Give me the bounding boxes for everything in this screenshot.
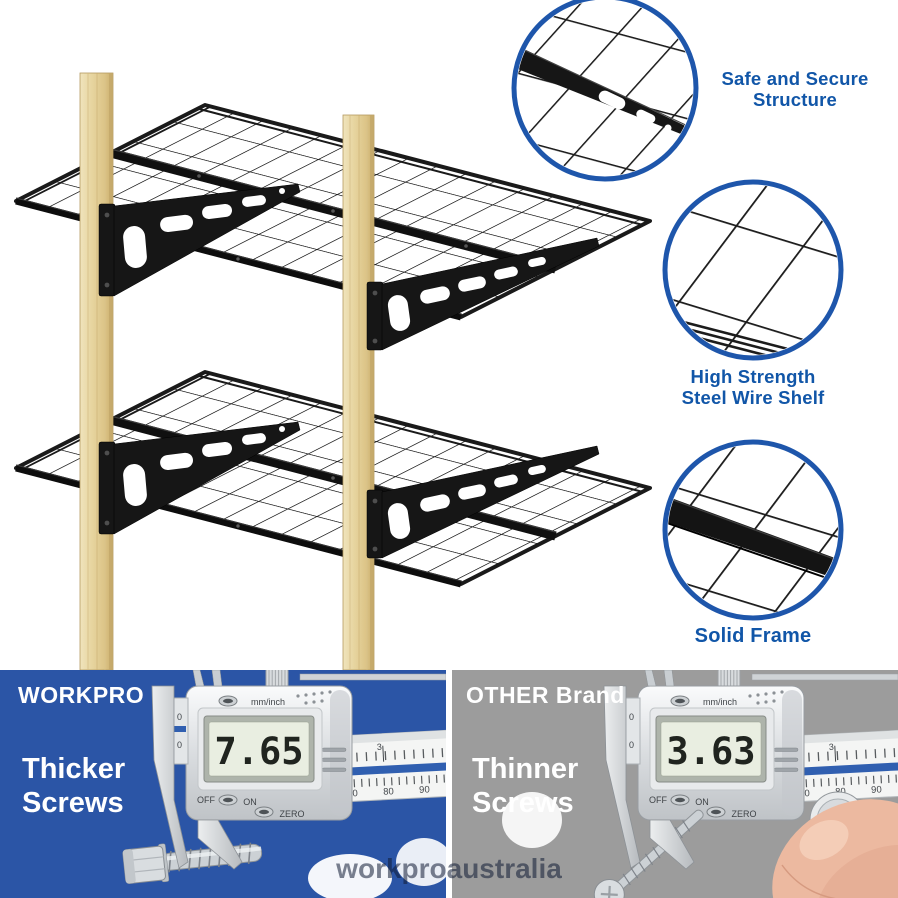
- beam-mm-number: 90: [871, 784, 882, 796]
- workpro-comparison-panel: 3 70 80 90: [0, 670, 446, 898]
- other-feature-text: Thinner Screws: [472, 752, 578, 820]
- glove-highlight: [308, 854, 392, 898]
- callout-text: High Strength: [690, 366, 816, 387]
- feature-line: Thinner: [472, 753, 579, 785]
- beam-mm-number: 70: [347, 788, 358, 800]
- callout-label-structure: Safe and Secure Structure: [700, 68, 890, 110]
- workpro-caliper-illustration: 3 70 80 90: [122, 670, 446, 898]
- caliper-reading: 3.63: [666, 730, 755, 773]
- callout-text: Safe and Secure: [721, 68, 869, 89]
- other-brand-title: OTHER Brand: [466, 682, 625, 708]
- other-brand-comparison-panel: 3 70 80 90: [452, 670, 898, 898]
- thumb: [772, 799, 898, 898]
- other-caliper-illustration: 3 70 80 90: [502, 670, 898, 898]
- lower-left-bracket: [98, 421, 301, 535]
- on-label: ON: [695, 797, 709, 807]
- caliper-vernier: 0 0: [623, 697, 641, 765]
- inside-jaw: [192, 670, 205, 687]
- workpro-feature-text: Thicker Screws: [22, 752, 125, 820]
- fixed-jaw: [151, 685, 189, 869]
- caliper-beam: 3 70 80 90: [333, 729, 446, 803]
- workpro-brand-title: WORKPRO: [18, 682, 145, 708]
- right-wood-post: [342, 114, 375, 670]
- beam-mm-number: 80: [383, 786, 394, 798]
- mm-inch-label: mm/inch: [251, 697, 285, 707]
- wall-shelf-product-illustration: [14, 0, 844, 670]
- callout-text: Solid Frame: [694, 625, 812, 647]
- callout-circle-mesh: [662, 179, 844, 361]
- mm-inch-label: mm/inch: [703, 697, 737, 707]
- glove-highlight: [396, 838, 446, 886]
- sliding-jaw: [649, 819, 695, 870]
- caliper-lcd-display: 7.65: [197, 707, 323, 791]
- grip-line: [321, 757, 347, 762]
- grip-line: [321, 767, 347, 772]
- inside-jaw: [211, 670, 223, 687]
- feature-line: Screws: [472, 787, 574, 819]
- upper-left-bracket: [98, 183, 301, 297]
- watermark-text: workproaustralia: [336, 853, 562, 884]
- inside-jaw: [663, 670, 675, 687]
- grip-line: [321, 747, 347, 752]
- off-label: OFF: [649, 795, 667, 805]
- vernier-zero: 0: [629, 740, 634, 750]
- zero-label: ZERO: [279, 809, 304, 819]
- callout-label-mesh: High Strength Steel Wire Shelf: [658, 366, 848, 408]
- grip-line: [773, 747, 799, 752]
- beam-inch-number: 3: [829, 742, 835, 752]
- vernier-zero: 0: [629, 712, 634, 722]
- caliper-lcd-display: 3.63: [649, 707, 775, 791]
- caliper-buttons: mm/inch OFF ON ZERO: [649, 695, 757, 819]
- caliper-buttons: mm/inch OFF ON ZERO: [197, 695, 305, 819]
- beam-mm-number: 90: [419, 784, 430, 796]
- callout-label-frame: Solid Frame: [658, 626, 848, 647]
- beam-inch-number: 3: [377, 742, 383, 752]
- grip-line: [773, 767, 799, 772]
- callout-text: Structure: [752, 89, 838, 110]
- grip-line: [773, 757, 799, 762]
- glove-highlight: [502, 792, 562, 848]
- lower-right-bracket: [366, 445, 600, 559]
- thin-screw: [593, 809, 704, 898]
- inside-jaw: [644, 670, 657, 687]
- caliper-reading: 7.65: [214, 730, 303, 773]
- sliding-jaw: [197, 819, 243, 870]
- vernier-zero: 0: [177, 740, 182, 750]
- zero-label: ZERO: [731, 809, 756, 819]
- feature-line: Screws: [22, 787, 124, 819]
- caliper-depth-rod: [751, 673, 898, 681]
- feature-line: Thicker: [22, 753, 126, 785]
- vernier-zero: 0: [177, 712, 182, 722]
- off-label: OFF: [197, 795, 215, 805]
- callout-circle-structure: [511, 0, 699, 182]
- thick-screw: [122, 842, 263, 884]
- callout-circle-frame: [662, 439, 844, 621]
- fixed-jaw: [603, 685, 641, 869]
- left-wood-post: [79, 72, 114, 670]
- caliper-depth-rod: [299, 673, 446, 681]
- on-label: ON: [243, 797, 257, 807]
- callout-text: Steel Wire Shelf: [681, 387, 825, 408]
- beam-mm-number: 70: [799, 788, 810, 800]
- upper-right-bracket: [366, 237, 600, 351]
